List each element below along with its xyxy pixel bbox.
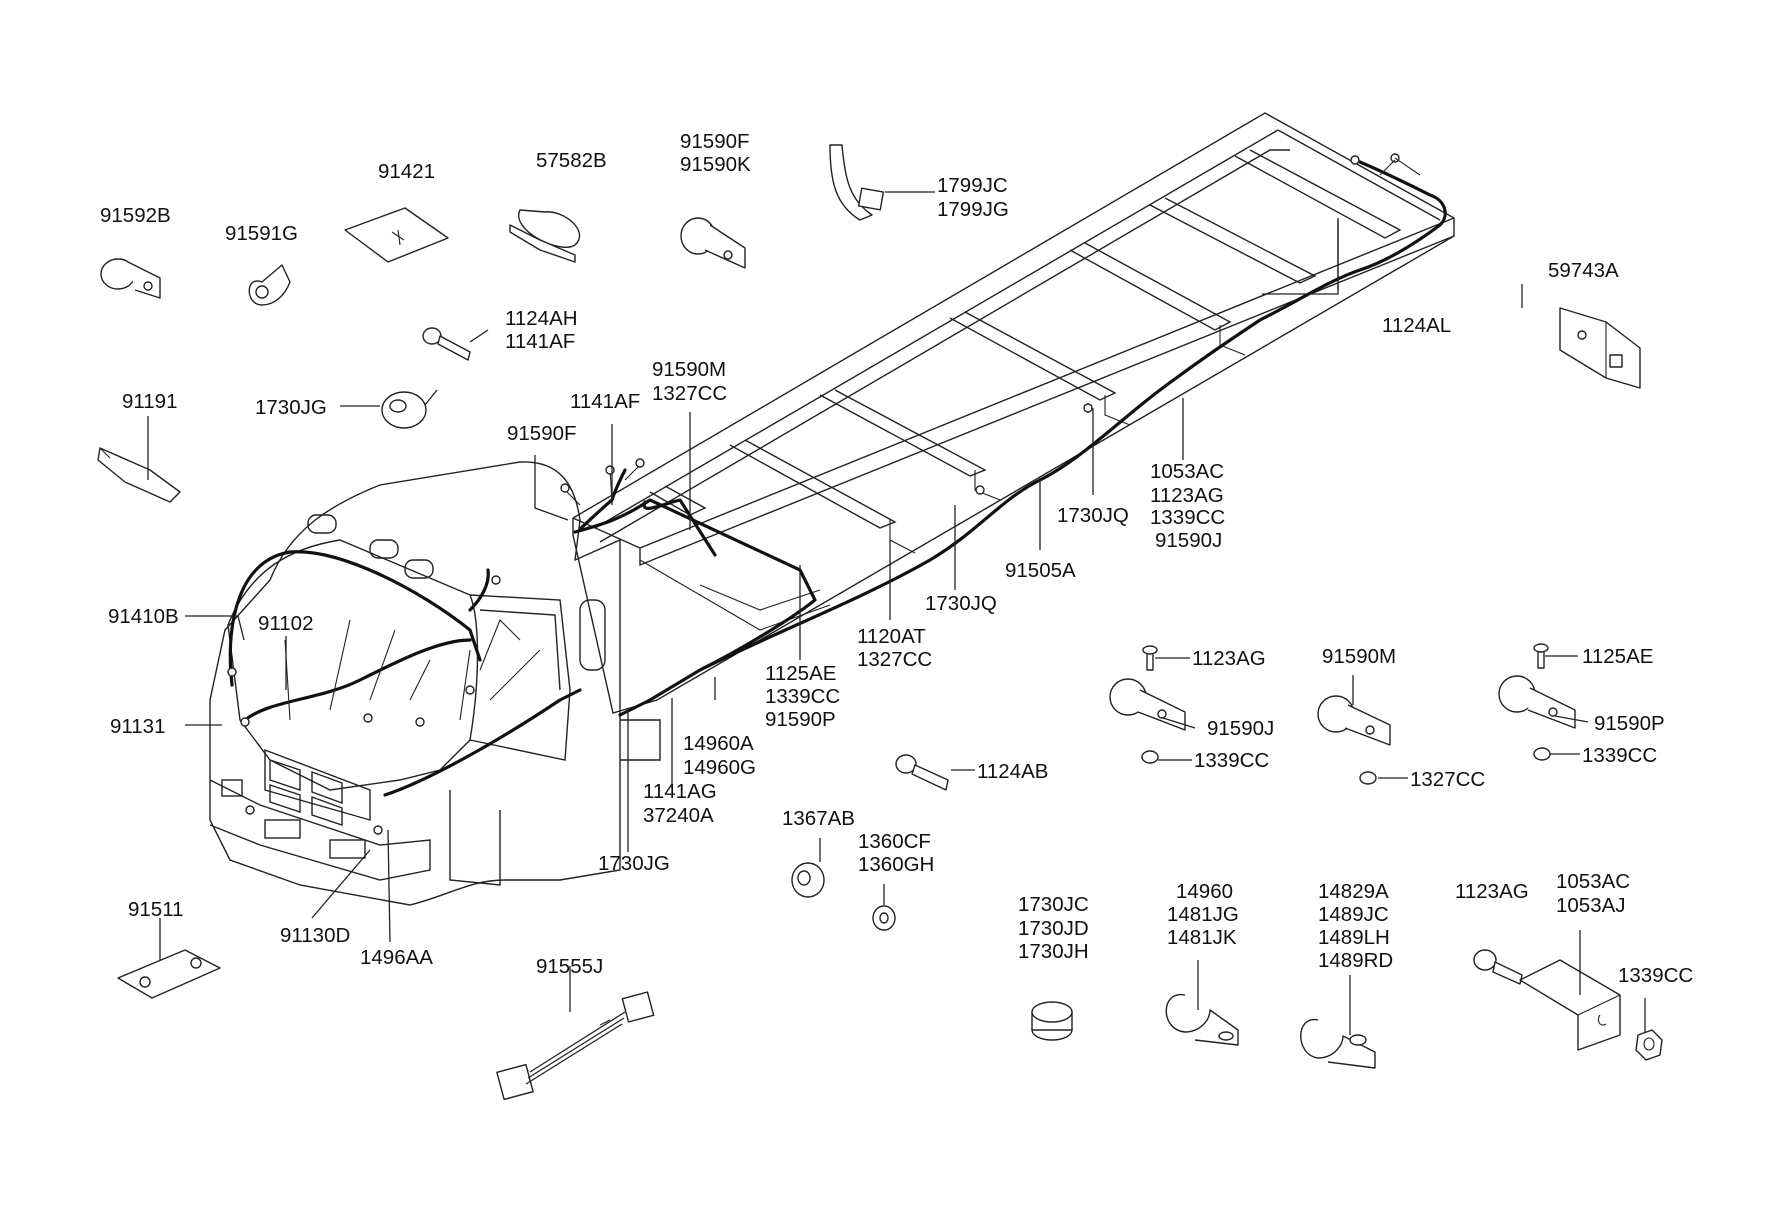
label-1141af-a: 1141AF	[505, 330, 575, 353]
label-1053aj: 1053AJ	[1556, 894, 1626, 917]
cable-tie-icon	[829, 144, 885, 221]
label-1496aa: 1496AA	[360, 946, 433, 969]
clip-91590p-assembly-icon	[1498, 643, 1576, 761]
bolt-1124ah-icon	[422, 327, 471, 361]
clip-91591g-icon	[248, 264, 291, 306]
label-91591g: 91591G	[225, 222, 298, 245]
label-1360cf: 1360CF	[858, 830, 931, 853]
clip-91592b-icon	[100, 258, 161, 299]
label-1125ae-b: 1125AE	[1582, 645, 1653, 668]
bolt-1123ag-icon	[1473, 949, 1523, 985]
label-1124ah: 1124AH	[505, 307, 578, 330]
label-91421: 91421	[378, 160, 435, 183]
label-1327cc-a: 1327CC	[652, 382, 727, 405]
p-clamp-14829a-icon	[1300, 1019, 1376, 1069]
label-1360gh: 1360GH	[858, 853, 934, 876]
bracket-1053ac-icon	[1519, 959, 1621, 1051]
label-1123ag-b: 1123AG	[1192, 647, 1266, 670]
clamp-57582b-icon	[509, 209, 581, 263]
label-1339cc-e: 1339CC	[1618, 964, 1693, 987]
label-1799jg: 1799JG	[937, 198, 1009, 221]
label-1120at: 1120AT	[857, 625, 926, 648]
label-59743a: 59743A	[1548, 259, 1619, 282]
grommet-1730jg-icon	[381, 391, 427, 429]
connector-harness-91555j-icon	[496, 991, 655, 1101]
leader-lines	[147, 191, 1646, 1035]
label-91590f-top: 91590F	[680, 130, 750, 153]
label-91590p-b: 91590P	[1594, 712, 1665, 735]
label-1141ag: 1141AG	[643, 780, 717, 803]
label-1125ae-a: 1125AE	[765, 662, 836, 685]
label-14960a: 14960A	[683, 732, 754, 755]
label-91511: 91511	[128, 898, 183, 921]
label-91590m-b: 91590M	[1322, 645, 1396, 668]
label-37240a: 37240A	[643, 804, 714, 827]
label-1123ag-a: 1123AG	[1150, 484, 1224, 507]
label-1053ac-b: 1053AC	[1556, 870, 1630, 893]
label-1730jq-a: 1730JQ	[1057, 504, 1129, 527]
clip-91590f-icon	[680, 217, 746, 269]
bracket-59743a-icon	[1559, 307, 1641, 389]
label-1730jg-b: 1730JG	[598, 852, 670, 875]
label-91102: 91102	[258, 612, 313, 635]
truck-cab	[209, 461, 661, 906]
label-91505a: 91505A	[1005, 559, 1076, 582]
label-91191: 91191	[122, 390, 177, 413]
label-1339cc-b: 1339CC	[765, 685, 840, 708]
label-1489lh: 1489LH	[1318, 926, 1390, 949]
label-91590m-a: 91590M	[652, 358, 726, 381]
label-91410b: 91410B	[108, 605, 179, 628]
label-1327cc-b: 1327CC	[857, 648, 932, 671]
label-91131: 91131	[110, 715, 165, 738]
label-14960: 14960	[1176, 880, 1233, 903]
label-1489jc: 1489JC	[1318, 903, 1389, 926]
label-1730jg-a: 1730JG	[255, 396, 327, 419]
label-1339cc-a: 1339CC	[1150, 506, 1225, 529]
label-1730jq-b: 1730JQ	[925, 592, 997, 615]
nut-1339cc-icon	[1635, 1029, 1663, 1061]
label-91130d: 91130D	[280, 924, 350, 947]
label-1141af-b: 1141AF	[570, 390, 640, 413]
part-number-labels: 91592B 91591G 91421 57582B 91590F 91590K…	[100, 130, 1693, 987]
label-1730jc: 1730JC	[1018, 893, 1089, 916]
p-clamp-14960-icon	[1165, 994, 1239, 1046]
label-1730jd: 1730JD	[1018, 917, 1089, 940]
label-91590j-b: 91590J	[1207, 717, 1274, 740]
label-1799jc: 1799JC	[937, 174, 1008, 197]
label-57582b: 57582B	[536, 149, 607, 172]
plate-91511-icon	[117, 949, 221, 999]
label-1367ab: 1367AB	[782, 807, 855, 830]
label-1489rd: 1489RD	[1318, 949, 1393, 972]
chassis-frame	[572, 112, 1455, 714]
clip-91590m-assembly-icon	[1317, 695, 1391, 785]
label-91590p-a: 91590P	[765, 708, 836, 731]
label-1327cc-c: 1327CC	[1410, 768, 1485, 791]
label-91592b: 91592B	[100, 204, 171, 227]
label-1481jg: 1481JG	[1167, 903, 1239, 926]
label-1123ag-c: 1123AG	[1455, 880, 1529, 903]
washer-1360cf-icon	[872, 905, 896, 931]
label-1124al: 1124AL	[1382, 314, 1451, 337]
label-91590k: 91590K	[680, 153, 751, 176]
bolt-1124ab-icon	[895, 754, 949, 791]
label-1481jk: 1481JK	[1167, 926, 1237, 949]
label-1339cc-c: 1339CC	[1194, 749, 1269, 772]
clip-91590j-assembly-icon	[1109, 645, 1186, 764]
label-1053ac-a: 1053AC	[1150, 460, 1224, 483]
label-14960g: 14960G	[683, 756, 756, 779]
label-91555j: 91555J	[536, 955, 603, 978]
label-14829a: 14829A	[1318, 880, 1389, 903]
label-1730jh: 1730JH	[1018, 940, 1089, 963]
tube-91191-icon	[97, 447, 181, 503]
label-1124ab: 1124AB	[977, 760, 1048, 783]
pad-91421-icon	[344, 207, 449, 263]
label-91590f-b: 91590F	[507, 422, 577, 445]
grommet-1367ab-icon	[791, 862, 825, 898]
grommet-1730jc-icon	[1031, 1001, 1073, 1041]
label-91590j-a: 91590J	[1155, 529, 1222, 552]
label-1339cc-d: 1339CC	[1582, 744, 1657, 767]
